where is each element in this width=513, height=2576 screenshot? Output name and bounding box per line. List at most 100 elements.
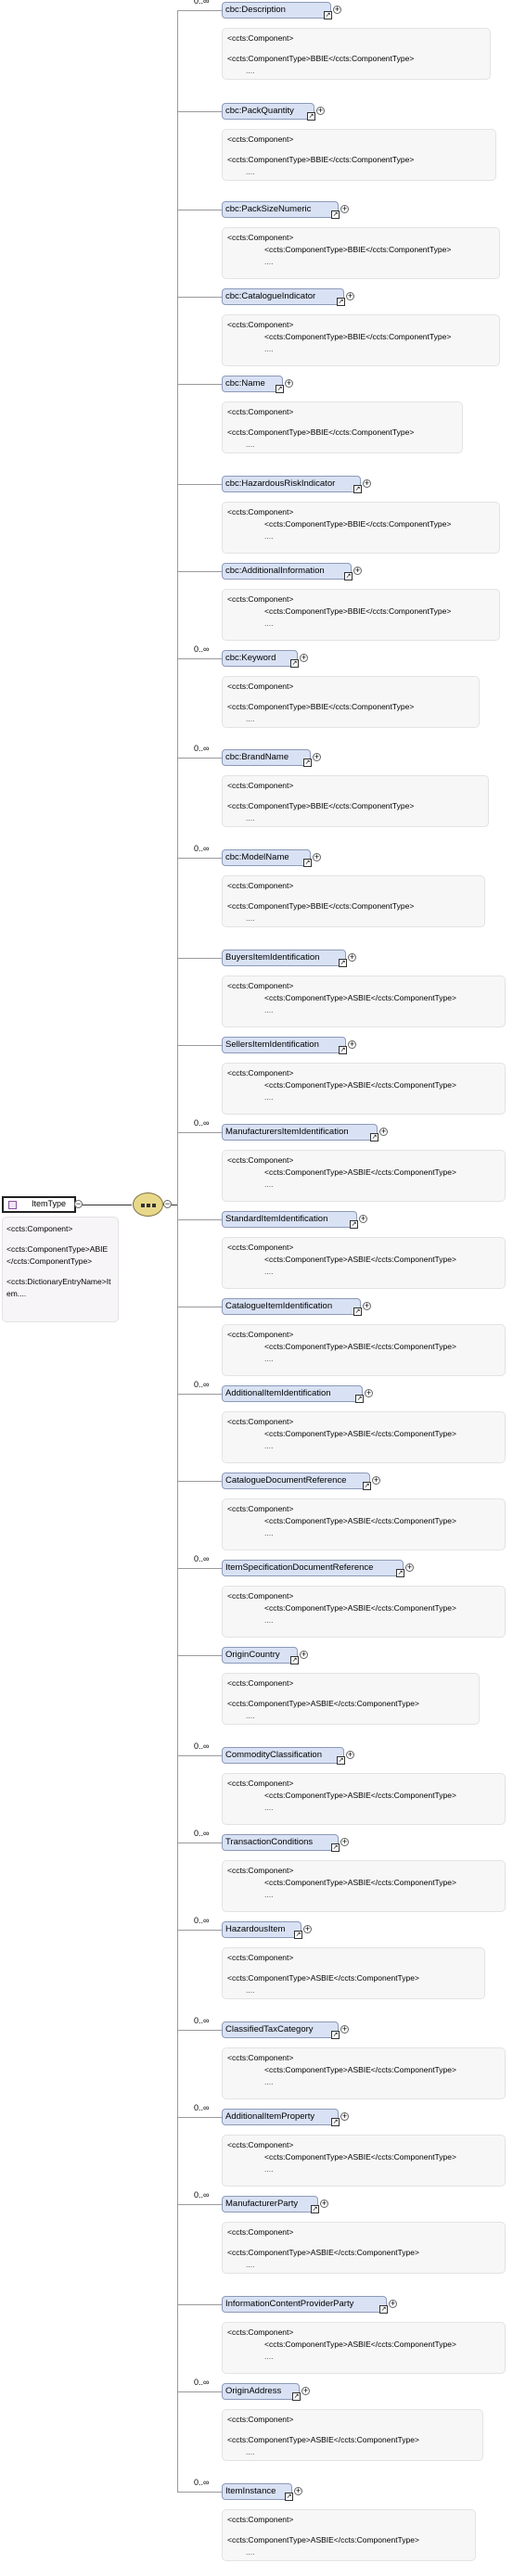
annotation-ellipsis: .... — [246, 167, 255, 176]
expand-icon[interactable]: + — [320, 2199, 328, 2208]
annotation-component: <ccts:Component> — [227, 1330, 294, 1339]
element-name: TransactionConditions — [225, 1837, 314, 1847]
annotation-component: <ccts:Component> — [227, 233, 294, 242]
expand-icon[interactable]: + — [405, 1562, 414, 1572]
element-node[interactable]: cbc:Name↗ — [222, 376, 284, 393]
element-name: ClassifiedTaxCategory — [225, 2024, 314, 2034]
expand-icon[interactable]: + — [316, 106, 325, 115]
element-node[interactable]: cbc:PackSizeNumeric↗ — [222, 201, 340, 219]
element-annotation: <ccts:Component><ccts:ComponentType>BBIE… — [222, 589, 500, 641]
element-name: cbc:Keyword — [225, 653, 276, 663]
annotation-component: <ccts:Component> — [227, 2415, 294, 2424]
element-node[interactable]: CatalogueItemIdentification↗ — [222, 1298, 362, 1316]
annotation-component-type: <ccts:ComponentType>ASBIE</ccts:Componen… — [227, 1699, 419, 1708]
annotation-component-type: <ccts:ComponentType>BBIE</ccts:Component… — [227, 155, 415, 164]
element-annotation: <ccts:Component><ccts:ComponentType>ASBI… — [222, 1324, 506, 1376]
annotation-ellipsis: .... — [264, 344, 274, 353]
expand-icon[interactable]: + — [359, 1214, 367, 1223]
element-node[interactable]: ManufacturersItemIdentification↗ — [222, 1124, 378, 1141]
annotation-ellipsis: .... — [264, 531, 274, 541]
annotation-component: <ccts:Component> — [227, 1866, 294, 1875]
expand-icon[interactable]: + — [300, 1650, 308, 1659]
element-node[interactable]: CommodityClassification↗ — [222, 1747, 345, 1765]
annotation-ellipsis: .... — [246, 2260, 255, 2269]
element-node[interactable]: cbc:Description↗ — [222, 2, 332, 19]
annotation-component-type: <ccts:ComponentType>BBIE</ccts:Component… — [227, 702, 415, 711]
expand-icon[interactable]: + — [348, 952, 356, 962]
reference-arrow-icon: ↗ — [294, 1931, 302, 1939]
element-name: ManufacturerParty — [225, 2199, 299, 2209]
collapse-icon[interactable]: − — [163, 1199, 172, 1208]
expand-icon[interactable]: + — [300, 653, 308, 662]
expand-icon[interactable]: + — [348, 1039, 356, 1049]
element-node[interactable]: cbc:HazardousRiskIndicator↗ — [222, 476, 362, 493]
element-node[interactable]: OriginCountry↗ — [222, 1647, 299, 1664]
element-node[interactable]: cbc:Keyword↗ — [222, 650, 299, 668]
expand-icon[interactable]: + — [303, 1924, 312, 1933]
element-node[interactable]: InformationContentProviderParty↗ — [222, 2296, 388, 2314]
element-annotation: <ccts:Component><ccts:ComponentType>ASBI… — [222, 2322, 506, 2374]
element-connector — [177, 1045, 222, 1046]
element-node[interactable]: cbc:PackQuantity↗ — [222, 103, 315, 121]
reference-arrow-icon: ↗ — [396, 1569, 404, 1577]
element-node[interactable]: SellersItemIdentification↗ — [222, 1037, 347, 1054]
element-name: StandardItemIdentification — [225, 1214, 328, 1224]
annotation-component-type: <ccts:ComponentType>ASBIE</ccts:Componen… — [264, 1878, 456, 1887]
element-node[interactable]: ItemInstance↗ — [222, 2483, 293, 2501]
element-node[interactable]: ManufacturerParty ↗ — [222, 2196, 319, 2213]
expand-icon[interactable]: + — [379, 1127, 388, 1136]
element-node[interactable]: AdditionalItemProperty↗ — [222, 2109, 340, 2126]
annotation-ellipsis: .... — [264, 2164, 274, 2174]
element-annotation: <ccts:Component><ccts:ComponentType>ASBI… — [222, 1947, 485, 1999]
expand-icon[interactable]: + — [294, 2486, 302, 2495]
element-node[interactable]: CatalogueDocumentReference↗ — [222, 1473, 371, 1490]
expand-icon[interactable]: + — [340, 2024, 349, 2034]
expand-icon[interactable]: + — [301, 2386, 310, 2395]
annotation-component-type: <ccts:ComponentType>BBIE</ccts:Component… — [264, 245, 452, 254]
element-node[interactable]: BuyersItemIdentification↗ — [222, 950, 347, 967]
element-connector — [177, 484, 222, 485]
sequence-dot — [152, 1204, 156, 1207]
element-node[interactable]: cbc:CatalogueIndicator↗ — [222, 288, 345, 306]
expand-icon[interactable]: + — [340, 204, 349, 213]
reference-arrow-icon: ↗ — [331, 2118, 340, 2126]
expand-icon[interactable]: + — [313, 752, 321, 761]
expand-icon[interactable]: + — [346, 1750, 354, 1759]
expand-icon[interactable]: + — [340, 1837, 349, 1846]
element-node[interactable]: AdditionalItemIdentification↗ — [222, 1385, 364, 1403]
element-annotation: <ccts:Component><ccts:ComponentType>ASBI… — [222, 1773, 506, 1825]
root-element-itemtype[interactable]: ItemType — [2, 1196, 76, 1213]
expand-icon[interactable]: + — [313, 852, 321, 861]
expand-icon[interactable]: + — [389, 2299, 397, 2308]
element-node[interactable]: cbc:BrandName↗ — [222, 749, 312, 767]
element-annotation: <ccts:Component> <ccts:ComponentType>BBIE… — [222, 227, 500, 279]
element-node[interactable]: ClassifiedTaxCategory↗ — [222, 2021, 340, 2039]
expand-icon[interactable]: + — [346, 291, 354, 300]
reference-arrow-icon: ↗ — [363, 1482, 371, 1490]
element-node[interactable]: TransactionConditions↗ — [222, 1834, 340, 1852]
expand-icon[interactable]: + — [372, 1475, 380, 1485]
annotation-ellipsis: .... — [264, 1890, 274, 1899]
element-node[interactable]: cbc:ModelName↗ — [222, 849, 312, 867]
element-node[interactable]: StandardItemIdentification↗ — [222, 1211, 358, 1229]
annotation-component-type: <ccts:ComponentType>ASBIE</ccts:Componen… — [264, 1255, 456, 1264]
expand-icon[interactable]: + — [333, 5, 341, 14]
element-connector — [177, 2030, 222, 2031]
element-node[interactable]: HazardousItem↗ — [222, 1921, 302, 1939]
element-annotation: <ccts:Component><ccts:ComponentType>BBIE… — [222, 875, 485, 927]
expand-icon[interactable]: + — [285, 378, 293, 388]
expand-icon[interactable]: + — [353, 566, 362, 575]
expand-icon[interactable]: + — [340, 2111, 349, 2121]
element-node[interactable]: cbc:AdditionalInformation↗ — [222, 563, 353, 580]
sequence-compositor-icon[interactable] — [133, 1192, 163, 1217]
expand-icon[interactable]: + — [365, 1388, 373, 1397]
expand-icon[interactable]: + — [363, 478, 371, 488]
element-node[interactable]: ItemSpecificationDocumentReference↗ — [222, 1560, 404, 1577]
reference-arrow-icon: ↗ — [353, 1307, 362, 1316]
element-annotation: <ccts:Component><ccts:ComponentType>ASBI… — [222, 2047, 506, 2099]
element-name: cbc:Name — [225, 378, 265, 389]
reference-arrow-icon: ↗ — [311, 2205, 319, 2213]
collapse-icon[interactable]: − — [74, 1199, 83, 1208]
expand-icon[interactable]: + — [363, 1301, 371, 1310]
element-node[interactable]: OriginAddress↗ — [222, 2383, 301, 2401]
